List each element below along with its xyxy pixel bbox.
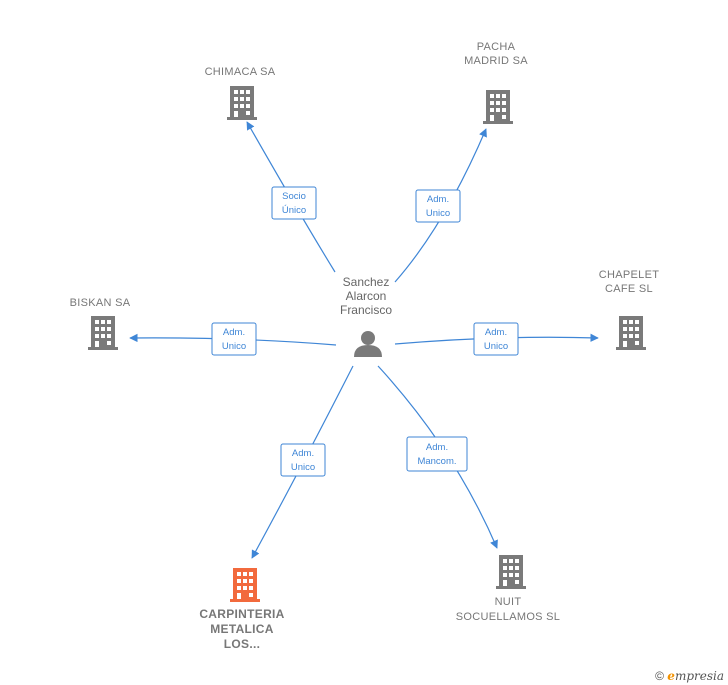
company-node-chapelet[interactable]: CHAPELET CAFE SL xyxy=(599,269,659,350)
company-node-carpinteria[interactable]: CARPINTERIAMETALICALOS... xyxy=(199,568,284,651)
footer-brand: © empresia xyxy=(655,669,724,683)
person-icon[interactable] xyxy=(354,331,382,357)
building-icon[interactable] xyxy=(483,90,513,124)
relation-badge-box xyxy=(415,189,461,223)
company-label: MADRID SA xyxy=(464,55,528,67)
relation-badge-nuit[interactable]: Adm. Mancom. xyxy=(406,436,468,472)
company-label: CAFE SL xyxy=(605,283,653,295)
person-name: Alarcon xyxy=(346,289,387,303)
relation-text: Adm. xyxy=(292,448,314,459)
building-icon[interactable] xyxy=(227,86,257,120)
copyright-symbol: © xyxy=(655,669,664,683)
relation-badge-biskan[interactable]: Adm. Unico xyxy=(211,322,257,356)
relation-text: Unico xyxy=(222,341,246,352)
relation-text: Unico xyxy=(484,341,508,352)
relation-badge-chapelet[interactable]: Adm. Unico xyxy=(473,322,519,356)
company-label: BISKAN SA xyxy=(70,297,131,309)
relation-badge-box xyxy=(280,443,326,477)
relation-badge-carpinteria[interactable]: Adm. Unico xyxy=(280,443,326,477)
building-icon[interactable] xyxy=(496,555,526,589)
relation-text: Socio xyxy=(282,191,306,202)
person-name: Francisco xyxy=(340,303,392,317)
company-node-chimaca[interactable]: CHIMACA SA xyxy=(205,66,276,120)
relation-text: Unico xyxy=(291,462,315,473)
company-label: METALICA xyxy=(210,622,274,636)
relation-text: Unico xyxy=(426,208,450,219)
company-label: NUIT xyxy=(495,596,522,608)
brand-initial: e xyxy=(667,669,675,683)
relation-badge-box xyxy=(473,322,519,356)
relation-text: Adm. xyxy=(426,442,448,453)
relation-badge-box xyxy=(271,186,317,220)
company-node-pacha[interactable]: PACHA MADRID SA xyxy=(464,41,528,124)
company-node-biskan[interactable]: BISKAN SA xyxy=(70,297,131,350)
nodes-layer: CHIMACA SA PACHA MADRID SA BISKAN SA CHAPELE… xyxy=(70,41,659,651)
company-label: SOCUELLAMOS SL xyxy=(456,611,560,623)
company-label: CARPINTERIA xyxy=(199,607,284,621)
company-label: LOS... xyxy=(224,637,260,651)
relation-badge-box xyxy=(406,436,468,472)
building-icon[interactable] xyxy=(616,316,646,350)
relation-badge-pacha[interactable]: Adm. Unico xyxy=(415,189,461,223)
edges-layer: SocioÚnicoAdm.UnicoAdm.UnicoAdm.UnicoAdm… xyxy=(129,121,599,559)
relation-text: Adm. xyxy=(223,327,245,338)
brand-logo: empresia xyxy=(667,669,724,683)
building-icon[interactable] xyxy=(230,568,260,602)
relation-text: Adm. xyxy=(485,327,507,338)
company-label: PACHA xyxy=(477,41,516,53)
building-icon[interactable] xyxy=(88,316,118,350)
relation-text: Único xyxy=(282,205,306,216)
relation-badge-box xyxy=(211,322,257,356)
relation-text: Adm. xyxy=(427,194,449,205)
brand-rest: mpresia xyxy=(674,669,724,683)
relation-text: Mancom. xyxy=(417,456,456,467)
company-label: CHAPELET xyxy=(599,269,659,281)
company-node-nuit[interactable]: NUIT SOCUELLAMOS SL xyxy=(456,555,560,623)
person-name: Sanchez xyxy=(343,275,390,289)
company-label: CHIMACA SA xyxy=(205,66,276,78)
